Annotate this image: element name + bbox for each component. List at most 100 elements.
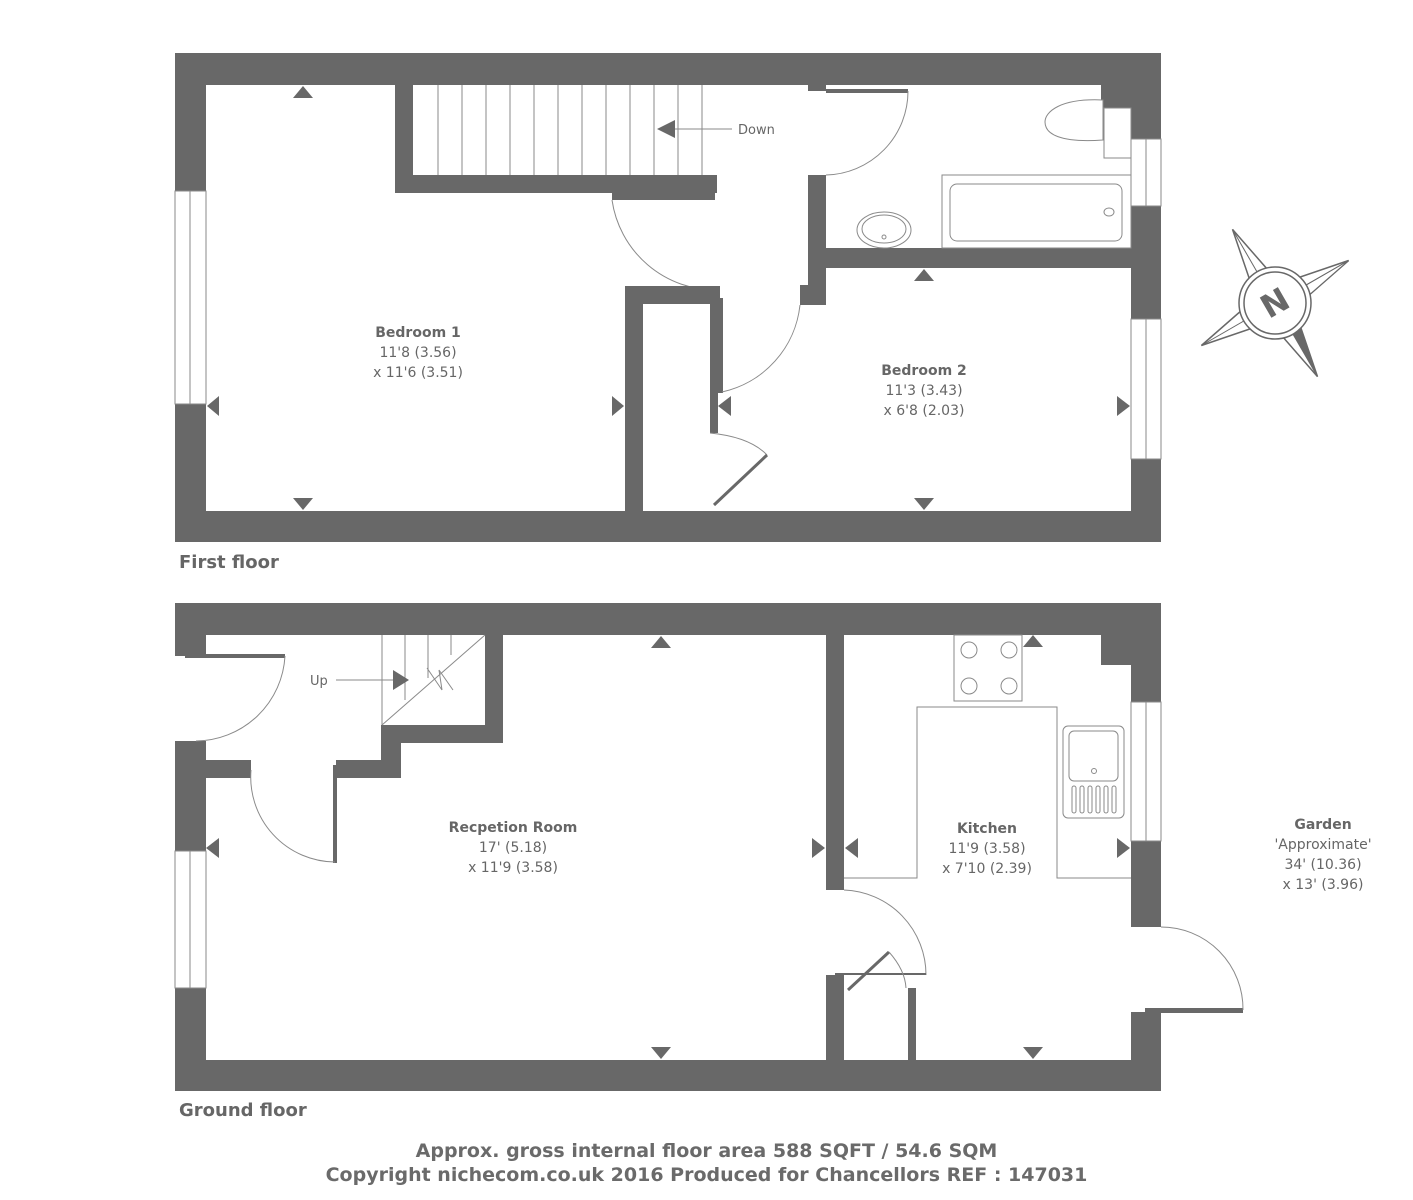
bathroom-left-wall (808, 175, 826, 305)
garden-note: 'Approximate' (1274, 837, 1371, 853)
back-door-leaf (1145, 1008, 1243, 1013)
garden-name: Garden (1294, 817, 1351, 833)
bathroom-corner-wall (1101, 85, 1131, 109)
front-door-leaf (185, 654, 285, 658)
bedroom2-dim2: x 6'8 (2.03) (884, 403, 965, 419)
first-floor-label: First floor (179, 552, 279, 573)
cupboard-right-wall (710, 294, 718, 433)
kitchen-dim1: 11'9 (3.58) (948, 841, 1025, 857)
kitchen-right-wall-1 (1131, 603, 1161, 702)
kitchen-worktop-outline (844, 706, 1131, 879)
first-floor-left-wall-lower (175, 404, 206, 542)
sink-icon (1062, 725, 1125, 819)
ground-floor-plan: Up (174, 603, 1372, 1091)
reception-dim-arrow-right-icon (812, 838, 825, 858)
staircase-treads (437, 85, 703, 175)
bathroom-door-swing (825, 90, 909, 176)
stairs-right-wall (485, 635, 503, 743)
landing-door-frame (612, 193, 715, 200)
kitchen-dim-arrow-up-icon (1023, 635, 1043, 647)
cupboard-right-jamb (908, 988, 916, 1060)
stairs-bottom-wall (395, 175, 717, 193)
bedroom1-dim-arrow-right-icon (612, 396, 624, 416)
bedroom2-name: Bedroom 2 (881, 363, 967, 379)
ground-floor-left-wall-2 (175, 741, 206, 851)
kitchen-dim-arrow-down-icon (1023, 1047, 1043, 1059)
bedroom2-dim1: 11'3 (3.43) (885, 383, 962, 399)
under-stairs-cupboard-wall (826, 975, 844, 1060)
bathroom-door-jamb (808, 85, 826, 91)
reception-room-dim2: x 11'9 (3.58) (468, 860, 558, 876)
first-floor-right-wall-1 (1131, 53, 1161, 139)
kitchen-dim-arrow-left-icon (845, 838, 858, 858)
bedroom1-dim-arrow-left-icon (207, 396, 219, 416)
bedroom1-name: Bedroom 1 (375, 325, 461, 341)
stairs-up-label: Up (310, 674, 328, 689)
bedroom1-door-swing (611, 199, 718, 291)
bedroom2-dim-arrow-up-icon (914, 269, 934, 281)
kitchen-right-wall-2 (1131, 841, 1161, 927)
garden-dim2: x 13' (3.96) (1283, 877, 1364, 893)
stairs-down-arrow-icon (657, 120, 675, 138)
cupboard-door-leaf (846, 950, 891, 992)
kitchen-corner-wall (1101, 635, 1131, 665)
reception-dim-arrow-up-icon (651, 636, 671, 648)
bathroom-wall-step (800, 285, 826, 305)
front-door-swing (195, 655, 286, 742)
floor-area-note: Approx. gross internal floor area 588 SQ… (415, 1140, 998, 1162)
hall-door-leaf (333, 765, 337, 863)
reception-dim-arrow-down-icon (651, 1047, 671, 1059)
hall-wall-left (206, 760, 251, 778)
ground-floor-left-wall-3 (175, 988, 206, 1091)
cupboard-top-wall (625, 286, 720, 304)
stairs-left-wall (395, 85, 413, 193)
bedroom2-dim-arrow-left-icon (718, 396, 731, 416)
first-floor-right-wall-2 (1131, 206, 1161, 319)
kitchen-name: Kitchen (957, 821, 1017, 837)
reception-kitchen-wall (826, 635, 844, 890)
copyright-note: Copyright nichecom.co.uk 2016 Produced f… (325, 1164, 1088, 1186)
bathroom-bottom-wall (826, 248, 1131, 268)
reception-room-dim1: 17' (5.18) (479, 840, 547, 856)
stairs-step-wall-2 (381, 725, 503, 743)
bedroom2-window (1130, 318, 1162, 460)
bedroom1-dim2: x 11'6 (3.51) (373, 365, 463, 381)
bedroom2-door-leaf (718, 298, 723, 393)
cupboard-door-swing (709, 432, 768, 456)
ground-floor-top-wall (175, 603, 1161, 635)
first-floor-bottom-wall (175, 511, 1161, 542)
cupboard-door-leaf (712, 453, 769, 507)
ground-floor-label: Ground floor (179, 1100, 307, 1121)
ground-floor-bottom-wall (175, 1060, 1161, 1091)
bedroom1-window (174, 190, 207, 405)
bedroom1-dim-arrow-up-icon (293, 86, 313, 98)
kitchen-dim-arrow-right-icon (1117, 838, 1130, 858)
bedroom1-dim-arrow-down-icon (293, 498, 313, 510)
kitchen-dim2: x 7'10 (2.39) (942, 861, 1032, 877)
hob-icon (953, 634, 1023, 702)
toilet-icon (1044, 99, 1132, 159)
first-floor-plan: Down (174, 53, 1162, 542)
stairs-down-label: Down (738, 123, 775, 138)
bedroom2-dim-arrow-down-icon (914, 498, 934, 510)
ground-floor-left-wall-1 (175, 603, 206, 656)
bedroom1-dim1: 11'8 (3.56) (379, 345, 456, 361)
reception-room-name: Recpetion Room (449, 820, 578, 836)
kitchen-window (1130, 701, 1162, 842)
cupboard-left-wall (625, 286, 643, 511)
stairs-up-arrow-icon (393, 670, 409, 690)
bathroom-window (1130, 138, 1162, 207)
garden-dim1: 34' (10.36) (1284, 857, 1361, 873)
first-floor-left-wall-upper (175, 53, 206, 191)
bedroom2-dim-arrow-right-icon (1117, 396, 1130, 416)
kitchen-right-wall-3 (1131, 1012, 1161, 1091)
bedroom2-door-swing (721, 304, 801, 393)
back-door-swing (1160, 926, 1244, 1011)
bathtub-icon (941, 174, 1132, 249)
compass-north-icon: N (1200, 228, 1350, 378)
reception-window (174, 850, 207, 989)
first-floor-top-wall (175, 53, 1161, 85)
cupboard-door-swing (888, 951, 907, 989)
kitchen-door-swing (843, 889, 927, 976)
